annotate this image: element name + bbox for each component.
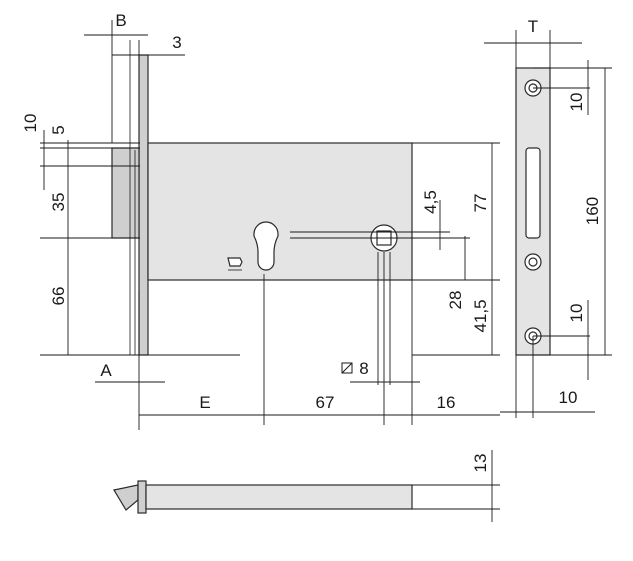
label-b: B	[115, 11, 126, 30]
label-sixty-seven: 67	[316, 393, 335, 412]
faceplate-front-view	[484, 30, 612, 418]
keyhole	[253, 221, 279, 271]
label-e: E	[199, 393, 210, 412]
bolt-top-view	[113, 450, 500, 522]
lock-body-group	[111, 40, 413, 356]
label-one-sixty: 160	[583, 197, 602, 225]
faceplate-strip	[138, 54, 149, 356]
label-four-five: 4,5	[421, 190, 440, 214]
bolt-symbol	[227, 257, 243, 271]
label-twenty-eight: 28	[446, 291, 465, 310]
main-dimension-lines	[40, 20, 500, 430]
bolt-shaft	[145, 484, 413, 510]
bolt-head	[137, 480, 147, 514]
label-forty-one-five: 41,5	[471, 299, 490, 332]
bolt-slot	[525, 147, 541, 239]
label-thirty-five: 35	[49, 193, 68, 212]
label-five: 5	[49, 125, 68, 134]
label-ten-plate-width: 10	[559, 388, 578, 407]
label-ten-left: 10	[21, 114, 40, 133]
label-sixty-six: 66	[49, 287, 68, 306]
label-seventy-seven: 77	[471, 194, 490, 213]
label-ten-plate-bottom: 10	[567, 304, 586, 323]
bolt-tip	[113, 484, 139, 511]
label-thirteen: 13	[471, 454, 490, 473]
square-spindle-symbol	[341, 362, 353, 374]
label-ten-plate-top: 10	[567, 93, 586, 112]
label-a: A	[100, 361, 112, 380]
label-t: T	[528, 17, 538, 36]
dimension-labels: B 3 T 10 5 35 66 4,5 77 28 41,5 10 160 1…	[21, 11, 602, 472]
latch-hole-inner	[528, 257, 538, 267]
label-square-eight: 8	[359, 359, 368, 378]
bolt-block	[111, 147, 140, 239]
label-three: 3	[172, 33, 181, 52]
lock-case	[147, 142, 413, 281]
label-sixteen: 16	[437, 393, 456, 412]
